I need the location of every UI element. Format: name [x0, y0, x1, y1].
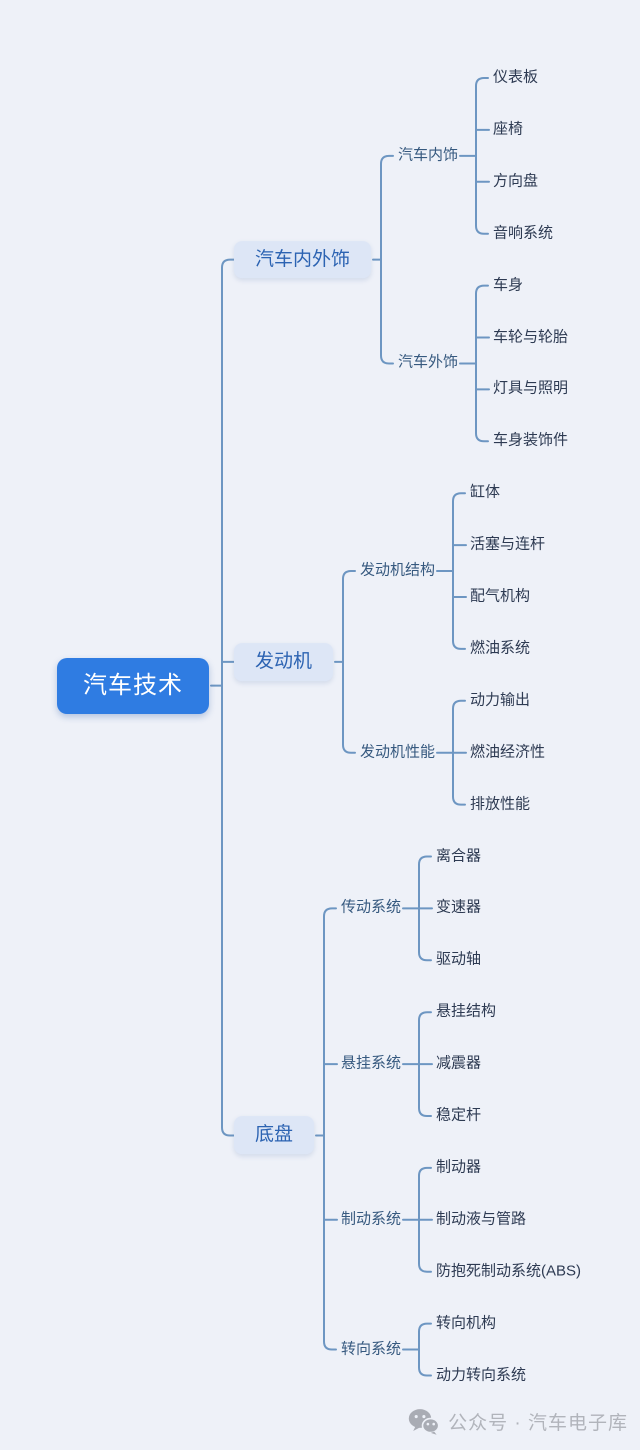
leaf-label: 防抱死制动系统(ABS)	[436, 1262, 582, 1280]
leaf-label: 转向机构	[436, 1314, 497, 1332]
leaf-label: 动力输出	[470, 691, 531, 709]
leaf-label: 车身	[493, 276, 524, 294]
leaf-label: 排放性能	[470, 795, 531, 813]
leaf-label: 变速器	[436, 899, 482, 917]
branch-connector	[436, 699, 467, 806]
branch-connector	[402, 1322, 432, 1377]
branch-connector	[402, 1011, 433, 1117]
branch-topic: 发动机	[234, 643, 334, 681]
leaf-label: 燃油系统	[470, 639, 531, 657]
branch-connector	[372, 154, 394, 365]
leaf-label: 配气机构	[470, 587, 531, 605]
branch-connector	[436, 492, 467, 650]
leaf-label: 驱动轴	[436, 950, 482, 968]
sub-branch-label: 汽车外饰	[398, 354, 459, 372]
branch-connector	[459, 77, 490, 235]
branch-topic: 底盘	[234, 1116, 315, 1155]
branch-topic: 汽车内外饰	[234, 240, 372, 279]
sub-branch-label: 发动机性能	[360, 743, 436, 761]
leaf-label: 方向盘	[493, 172, 539, 190]
leaf-label: 音响系统	[493, 224, 554, 242]
leaf-label: 燃油经济性	[470, 743, 546, 761]
branch-connector	[402, 855, 433, 962]
leaf-label: 制动器	[436, 1158, 482, 1176]
branch-connector	[402, 1166, 433, 1273]
wechat-icon	[408, 1409, 440, 1435]
leaf-label: 车轮与轮胎	[493, 328, 569, 346]
leaf-label: 减震器	[436, 1054, 482, 1072]
branch-connector	[210, 258, 236, 1137]
leaf-label: 悬挂结构	[436, 1002, 497, 1020]
sub-branch-label: 发动机结构	[360, 561, 436, 579]
sub-branch-label: 转向系统	[341, 1340, 402, 1358]
leaf-label: 离合器	[436, 847, 482, 865]
branch-connector	[315, 907, 338, 1351]
sub-branch-label: 制动系统	[341, 1210, 402, 1228]
root-topic: 汽车技术	[57, 657, 209, 714]
watermark: 公众号 · 汽车电子库	[408, 1408, 628, 1435]
leaf-label: 座椅	[493, 120, 524, 138]
leaf-label: 活塞与连杆	[470, 535, 546, 553]
watermark-text: 公众号 · 汽车电子库	[448, 1413, 628, 1434]
sub-branch-label: 悬挂系统	[341, 1054, 402, 1072]
branch-connector	[334, 570, 356, 754]
leaf-label: 稳定杆	[436, 1106, 482, 1124]
sub-branch-label: 汽车内饰	[398, 146, 459, 164]
leaf-label: 灯具与照明	[493, 380, 569, 398]
leaf-label: 仪表板	[493, 68, 539, 86]
sub-branch-label: 传动系统	[341, 899, 402, 917]
leaf-label: 缸体	[470, 483, 501, 501]
leaf-label: 车身装饰件	[493, 431, 569, 449]
branch-connector	[459, 284, 490, 443]
leaf-label: 动力转向系统	[436, 1366, 527, 1384]
leaf-label: 制动液与管路	[436, 1210, 527, 1228]
